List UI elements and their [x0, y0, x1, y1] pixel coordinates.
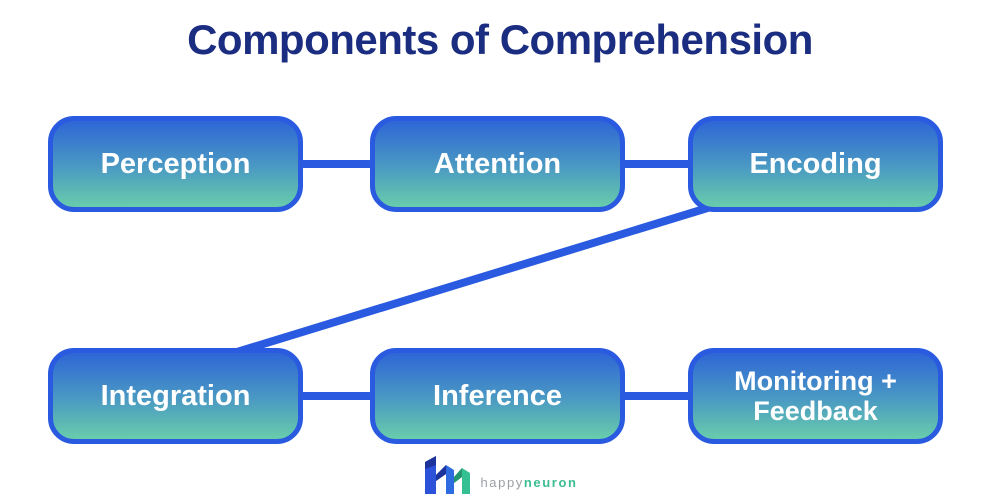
node-inference: Inference	[370, 348, 625, 444]
brand-wordmark: happyneuron	[480, 461, 577, 490]
node-monitoring-feedback-label: Monitoring + Feedback	[734, 365, 897, 426]
node-attention-label: Attention	[433, 147, 562, 180]
footer-brand: happyneuron	[0, 454, 1000, 496]
node-encoding-label: Encoding	[749, 147, 882, 180]
node-attention: Attention	[370, 116, 625, 212]
node-encoding: Encoding	[688, 116, 943, 212]
happyneuron-logo-icon	[425, 456, 471, 494]
node-perception-label: Perception	[100, 147, 251, 180]
page-title: Components of Comprehension	[187, 16, 813, 63]
brand-happy-text: happy	[480, 474, 524, 490]
node-integration: Integration	[48, 348, 303, 444]
connector-encoding-integration	[235, 202, 716, 356]
node-perception: Perception	[48, 116, 303, 212]
node-inference-label: Inference	[433, 379, 562, 412]
node-monitoring-feedback: Monitoring + Feedback	[688, 348, 943, 444]
node-integration-label: Integration	[100, 379, 251, 412]
brand-neuron-text: neuron	[523, 474, 578, 490]
